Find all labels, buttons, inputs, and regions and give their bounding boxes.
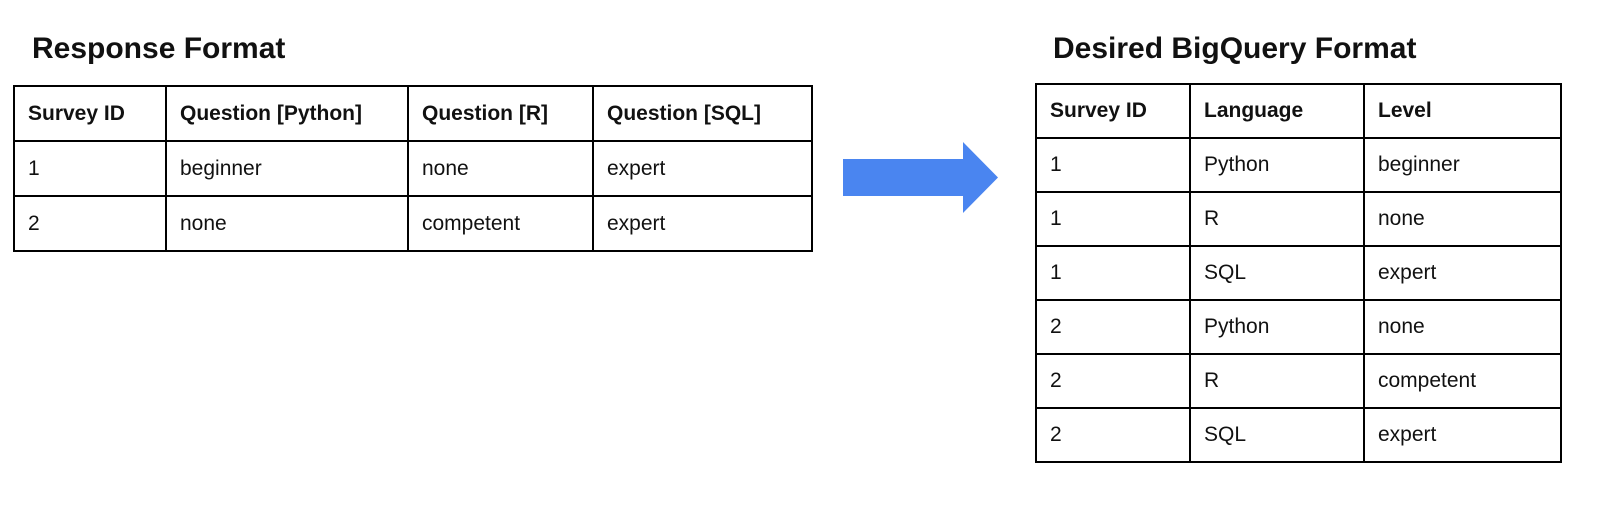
table-cell: expert: [1363, 245, 1562, 301]
table-cell: beginner: [165, 140, 409, 197]
table-cell: 1: [1035, 245, 1191, 301]
header-cell: Question [SQL]: [592, 85, 813, 142]
table-cell: 1: [13, 140, 167, 197]
table-cell: 2: [1035, 299, 1191, 355]
table-cell: Python: [1189, 299, 1365, 355]
bigquery-format-title: Desired BigQuery Format: [1053, 32, 1417, 65]
table-cell: SQL: [1189, 245, 1365, 301]
table-cell: 1: [1035, 191, 1191, 247]
header-cell: Language: [1189, 83, 1365, 139]
table-cell: none: [165, 195, 409, 252]
table-cell: expert: [592, 140, 813, 197]
table-cell: competent: [407, 195, 594, 252]
table-cell: none: [1363, 299, 1562, 355]
table-cell: none: [1363, 191, 1562, 247]
response-format-title: Response Format: [32, 32, 286, 65]
transform-arrow-icon: [843, 142, 998, 213]
table-cell: expert: [592, 195, 813, 252]
header-cell: Question [Python]: [165, 85, 409, 142]
header-cell: Survey ID: [1035, 83, 1191, 139]
header-cell: Level: [1363, 83, 1562, 139]
table-cell: 1: [1035, 137, 1191, 193]
arrow-shape: [843, 142, 998, 213]
table-cell: expert: [1363, 407, 1562, 463]
table-cell: beginner: [1363, 137, 1562, 193]
header-cell: Survey ID: [13, 85, 167, 142]
table-cell: none: [407, 140, 594, 197]
table-cell: 2: [1035, 407, 1191, 463]
table-cell: Python: [1189, 137, 1365, 193]
table-cell: 2: [1035, 353, 1191, 409]
table-cell: R: [1189, 191, 1365, 247]
table-cell: 2: [13, 195, 167, 252]
table-cell: R: [1189, 353, 1365, 409]
header-cell: Question [R]: [407, 85, 594, 142]
table-cell: competent: [1363, 353, 1562, 409]
table-cell: SQL: [1189, 407, 1365, 463]
